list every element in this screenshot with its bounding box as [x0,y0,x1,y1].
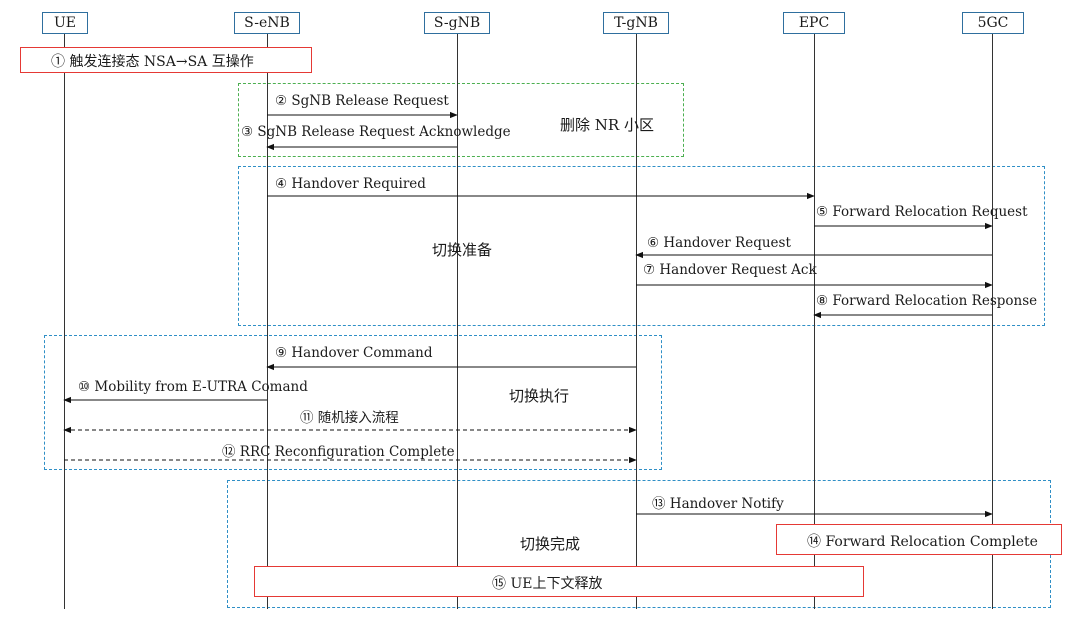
msg-11-label: ⑪ 随机接入流程 [300,410,399,426]
entity-epc: EPC [783,12,845,34]
lifeline-s-enb [267,34,268,609]
lifeline-t-gnb [636,34,637,609]
handover-execute-group [44,335,662,470]
msg-5-label: ⑤ Forward Relocation Request [816,204,1028,220]
execute-label: 切换执行 [509,387,570,405]
complete-label: 切换完成 [520,535,581,553]
ue-release-label: ⑮ UE上下文释放 [492,576,603,592]
msg-4-label: ④ Handover Required [275,176,426,192]
lifeline-epc [814,34,815,609]
delete-nr-group [238,83,684,157]
msg-12-label: ⑫ RRC Reconfiguration Complete [222,444,455,460]
entity-ue: UE [42,12,88,34]
msg-6-label: ⑥ Handover Request [647,235,791,251]
delete-nr-label: 删除 NR 小区 [560,116,654,134]
lifeline-ue [64,34,65,609]
msg-7-label: ⑦ Handover Request Ack [643,262,817,278]
handover-prepare-group [238,166,1045,326]
trigger-label: ① 触发连接态 NSA→SA 互操作 [51,54,254,70]
msg-14-label: ⑭ Forward Relocation Complete [807,534,1038,550]
msg-2-label: ② SgNB Release Request [275,93,449,109]
entity-s-gnb: S-gNB [424,12,490,34]
entity-5gc: 5GC [962,12,1024,34]
ue-context-release-box: ⑮ UE上下文释放 [254,566,864,597]
msg-13-label: ⑬ Handover Notify [652,496,784,512]
msg-8-label: ⑧ Forward Relocation Response [816,293,1038,309]
prepare-label: 切换准备 [432,241,493,259]
forward-relocation-complete-box: ⑭ Forward Relocation Complete [776,524,1062,555]
lifeline-s-gnb [457,34,458,609]
msg-9-label: ⑨ Handover Command [275,345,433,361]
entity-t-gnb: T-gNB [603,12,669,34]
entity-s-enb: S-eNB [234,12,300,34]
msg-10-label: ⑩ Mobility from E-UTRA Comand [78,379,308,395]
trigger-box: ① 触发连接态 NSA→SA 互操作 [20,47,312,73]
msg-3-label: ③ SgNB Release Request Acknowledge [241,124,511,140]
lifeline-5gc [992,34,993,609]
